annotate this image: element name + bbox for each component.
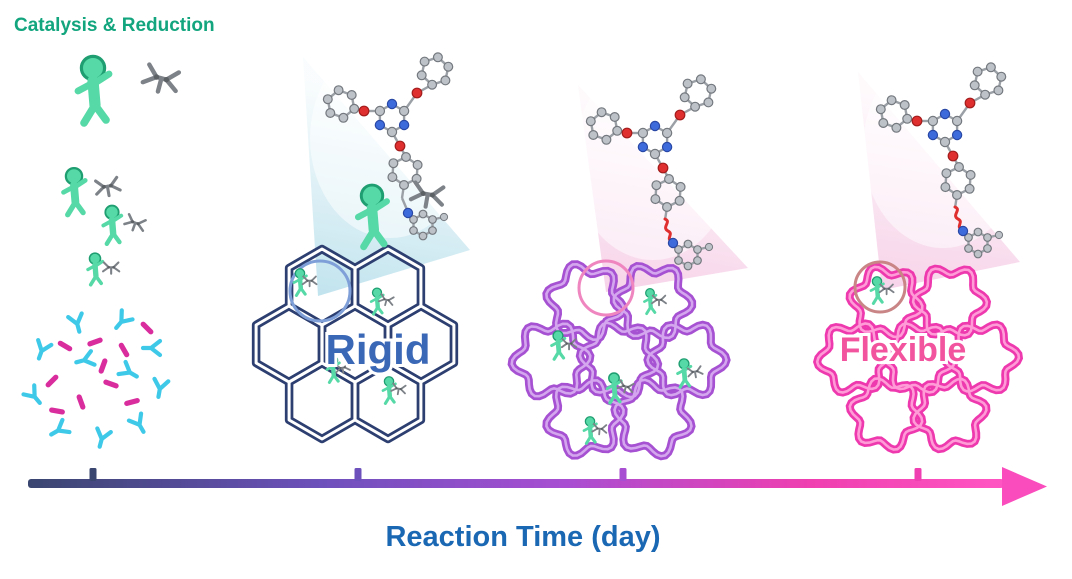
timeline-tick [619,468,627,481]
intermediate-framework [507,260,731,461]
reductant-molecule-icon [651,294,667,307]
monomer-bar-icon [49,407,65,415]
monomer-bar-icon [45,374,59,388]
catalyst-figure [354,183,390,251]
monomer-y-icon [66,311,84,334]
reductant-molecule-icon [123,212,147,232]
reductant-molecule-icon [408,180,446,209]
reductant-molecule-icon [377,293,395,307]
linker-molecules [310,38,1023,271]
reductant-molecule-icon [334,361,351,375]
monomer-bar-icon [98,358,108,374]
monomer-bar-icon [124,398,140,406]
nitrogen-atom [957,225,969,237]
monomer-y-icon [152,376,171,399]
nitrogen-atom [667,237,679,249]
flexible-bond-squiggle [663,217,673,243]
timeline-arrowhead-icon [1002,467,1047,506]
timeline-axis [28,467,1047,506]
monomer-y-icon [126,411,146,434]
reductant-molecule-icon [616,379,635,394]
figure-title: Catalysis & Reduction [14,15,215,36]
flexible-framework [813,262,1024,454]
monomer-y-icon [21,383,42,405]
linker-molecule-flexible [863,48,1023,259]
monomer-y-icon [74,349,97,367]
reductant-molecule-icon [591,423,608,436]
nitrogen-atom [402,207,414,219]
catalyst-figure [101,204,124,247]
catalyst-figure [869,276,885,305]
catalyst-figure [550,330,567,361]
frameworks [251,244,1024,461]
timeline-tick [354,468,362,481]
monomer-bar-icon [76,394,86,410]
reductant-molecule-icon [301,275,318,288]
catalyst-figure [325,355,341,384]
catalyst-figure [582,416,598,445]
reductant-molecule-icon [102,261,121,275]
catalyst-figure [61,166,88,218]
reductant-molecule-icon [94,175,122,198]
rigid-framework [251,244,459,444]
catalyst-figure [74,54,113,127]
monomer-y-icon [140,338,163,358]
monomer-bar-icon [57,340,73,352]
reductant-molecule-icon [390,382,407,396]
monomer-y-icon [49,417,72,437]
monomer-y-icon [116,359,139,379]
monomer-bar-icon [103,379,119,389]
timeline-tick [914,468,922,481]
catalyst-figure [369,287,385,316]
reductant-molecule-icon [878,283,895,296]
catalyst-figure [86,252,105,287]
reductant-molecule-icon [140,62,182,94]
monomer-bar-icon [118,342,130,358]
catalyst-figure [605,372,623,405]
highlight-circle-rigid [288,259,352,323]
monomer-bar-icon [140,321,154,335]
catalyst-figures [61,54,895,445]
timeline-label: Reaction Time (day) [385,521,660,553]
timeline-tick [89,468,97,481]
flexible-bond-squiggle [953,205,963,231]
monomer-y-icon [114,308,135,330]
monomer-y-icon [36,337,54,361]
linker-molecule-intermediate [573,60,733,271]
catalyst-figure [292,268,308,297]
catalyst-figure [676,358,693,389]
catalyst-figure [381,376,397,405]
linker-molecule-rigid [310,38,470,241]
timeline-bar [28,479,1004,488]
reductant-molecule-icon [686,365,704,379]
rigid-label: Rigid [326,326,431,373]
monomer-bar-icon [87,337,103,347]
monomer-cluster [21,308,171,449]
highlight-circle-intermediate [577,259,635,317]
rigid-cell [284,358,360,444]
highlight-circle-flexible [853,260,907,314]
flexible-label: Flexible [840,331,967,369]
reductant-molecule-icon [560,338,578,351]
monomer-y-icon [95,426,113,449]
